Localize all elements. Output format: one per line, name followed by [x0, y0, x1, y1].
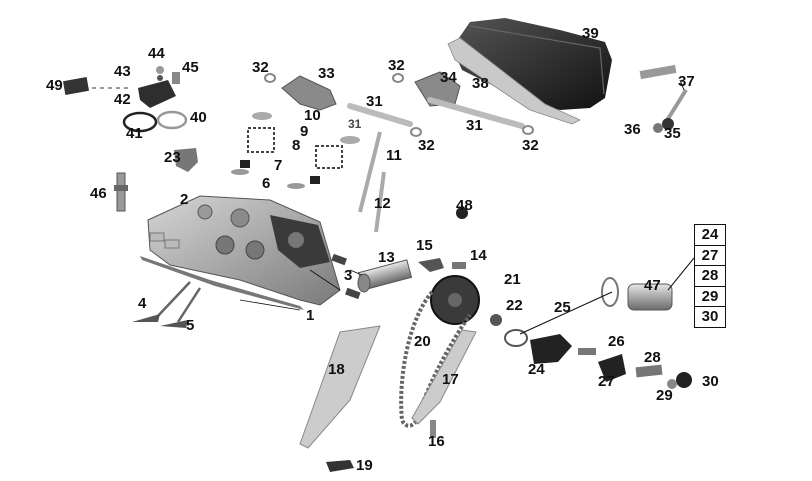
- callout-24: 24: [528, 361, 545, 378]
- head-gasket: [140, 256, 304, 310]
- kit-box-item: 29: [695, 287, 725, 307]
- stud-12: [374, 171, 386, 233]
- chain-tensioner: [504, 257, 695, 389]
- callout-20: 20: [414, 333, 431, 350]
- callout-10: 10: [304, 107, 321, 124]
- callout-15: 15: [416, 237, 433, 254]
- callout-43: 43: [114, 63, 131, 80]
- oil-pump-parts: [62, 66, 198, 212]
- callout-25: 25: [554, 299, 571, 316]
- valve-cover: [447, 18, 612, 125]
- callout-8: 8: [292, 137, 301, 154]
- callout-27: 27: [598, 373, 615, 390]
- timing-chain: [399, 290, 472, 428]
- callout-38: 38: [472, 75, 489, 92]
- tensioner-kit-box: 24 27 28 29 30: [694, 224, 726, 328]
- callout-30: 30: [702, 373, 719, 390]
- callout-9: 9: [300, 123, 309, 140]
- callout-47: 47: [644, 277, 661, 294]
- callout-31-small: 31: [348, 117, 362, 131]
- leader-lines: [239, 269, 363, 311]
- kit-box-item: 28: [695, 266, 725, 287]
- callout-7: 7: [274, 157, 283, 174]
- adjuster-parts: [639, 64, 688, 133]
- callout-17: 17: [442, 371, 459, 388]
- callout-37: 37: [678, 73, 695, 90]
- callout-11: 11: [386, 147, 402, 164]
- callout-12: 12: [374, 195, 391, 212]
- callout-2: 2: [180, 191, 189, 208]
- kit-box-item: 24: [695, 225, 725, 246]
- callout-35: 35: [664, 125, 681, 142]
- cylinder-head: [147, 195, 341, 306]
- callout-39: 39: [582, 25, 599, 42]
- valve-springs: [231, 112, 360, 189]
- stud-11: [358, 131, 382, 213]
- callout-13: 13: [378, 249, 395, 266]
- callout-34: 34: [440, 69, 457, 86]
- callout-45: 45: [182, 59, 199, 76]
- callout-33: 33: [318, 65, 335, 82]
- callout-21: 21: [504, 271, 521, 288]
- callout-48: 48: [456, 197, 473, 214]
- valves: [155, 281, 202, 323]
- callout-36: 36: [624, 121, 641, 138]
- callout-6: 6: [262, 175, 271, 192]
- callout-46: 46: [90, 185, 107, 202]
- chain-guide: [299, 325, 381, 449]
- callout-31-left: 31: [366, 93, 383, 110]
- callout-23: 23: [164, 149, 181, 166]
- callout-49: 49: [46, 77, 63, 94]
- kit-box-item: 30: [701, 308, 719, 325]
- callout-42: 42: [114, 91, 131, 108]
- callout-26: 26: [608, 333, 625, 350]
- callout-16: 16: [428, 433, 445, 450]
- callout-40: 40: [190, 109, 207, 126]
- callout-14: 14: [470, 247, 487, 264]
- callout-18: 18: [328, 361, 345, 378]
- callout-32-c: 32: [418, 137, 435, 154]
- callout-32-d: 32: [522, 137, 539, 154]
- callout-28: 28: [644, 349, 661, 366]
- chain-tensioner-rail: [411, 329, 477, 425]
- callout-31-right: 31: [466, 117, 483, 134]
- kit-box-item: 27: [695, 246, 725, 266]
- callout-32-a: 32: [252, 59, 269, 76]
- callout-44: 44: [148, 45, 165, 62]
- rocker-arms: [264, 71, 534, 137]
- callout-1: 1: [306, 307, 315, 324]
- callout-5: 5: [186, 317, 195, 334]
- callout-41: 41: [126, 125, 143, 142]
- callout-22: 22: [506, 297, 523, 314]
- camshaft: [357, 259, 413, 293]
- callout-4: 4: [138, 295, 147, 312]
- callout-29: 29: [656, 387, 673, 404]
- callout-32-b: 32: [388, 57, 405, 74]
- callout-3: 3: [344, 267, 353, 284]
- callout-19: 19: [356, 457, 373, 474]
